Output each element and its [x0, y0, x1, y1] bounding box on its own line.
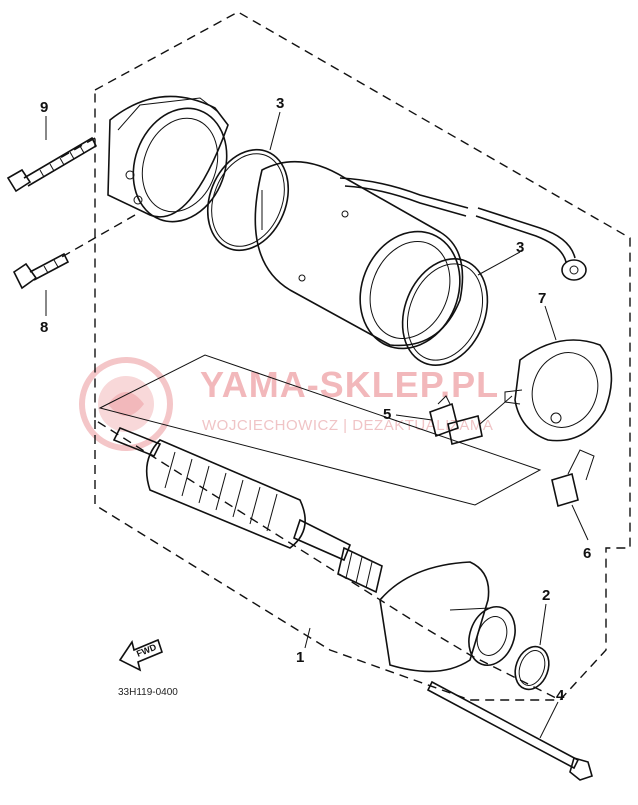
armature	[112, 426, 383, 594]
brush-holder-plate-7	[504, 339, 613, 442]
o-ring-2	[514, 645, 550, 691]
bolt-9	[6, 136, 98, 193]
armature-frame	[98, 354, 542, 506]
leader-4	[539, 701, 559, 739]
front-cover	[379, 561, 516, 673]
callout-9: 9	[40, 99, 48, 116]
o-ring-3-upper	[206, 148, 290, 252]
watermark-title: YAMA-SKLEP.PL	[200, 364, 499, 405]
bolt9-leader	[59, 137, 96, 159]
callout-2: 2	[542, 587, 550, 604]
leader-7	[544, 305, 557, 341]
inner-boundary	[94, 420, 560, 701]
leader-5	[395, 414, 433, 421]
yoke-housing	[254, 160, 464, 350]
callout-8: 8	[40, 319, 48, 336]
leader-3b	[477, 251, 521, 276]
o-ring-3-lower	[401, 258, 489, 366]
callout-6: 6	[583, 545, 591, 562]
callout-3-lower: 3	[516, 239, 524, 256]
callout-3-upper: 3	[276, 95, 284, 112]
brush-6	[551, 449, 595, 508]
reference-code: 33H119-0400	[118, 687, 178, 698]
watermark-subtitle: WOJCIECHOWICZ | DEZAKTUALIZAMA	[202, 417, 493, 434]
fwd-label: FWD	[135, 642, 158, 659]
assembly-boundary	[94, 11, 631, 701]
bolt8-leader	[59, 214, 136, 259]
leader-1	[304, 627, 311, 649]
leader-6	[571, 504, 589, 541]
callout-5: 5	[383, 406, 391, 423]
callout-7: 7	[538, 290, 546, 307]
watermark: YAMA-SKLEP.PL WOJCIECHOWICZ | DEZAKTUALI…	[79, 357, 499, 451]
brush-5	[429, 395, 513, 445]
fwd-arrow-icon: FWD	[118, 638, 163, 672]
callout-4: 4	[556, 687, 565, 704]
rear-cover	[107, 95, 229, 223]
callout-1: 1	[296, 649, 304, 666]
leader-2	[539, 603, 547, 646]
bolt-8	[12, 252, 70, 290]
leader-3a	[269, 111, 281, 151]
long-bolt-4	[426, 680, 593, 781]
cable-lead	[339, 177, 587, 281]
